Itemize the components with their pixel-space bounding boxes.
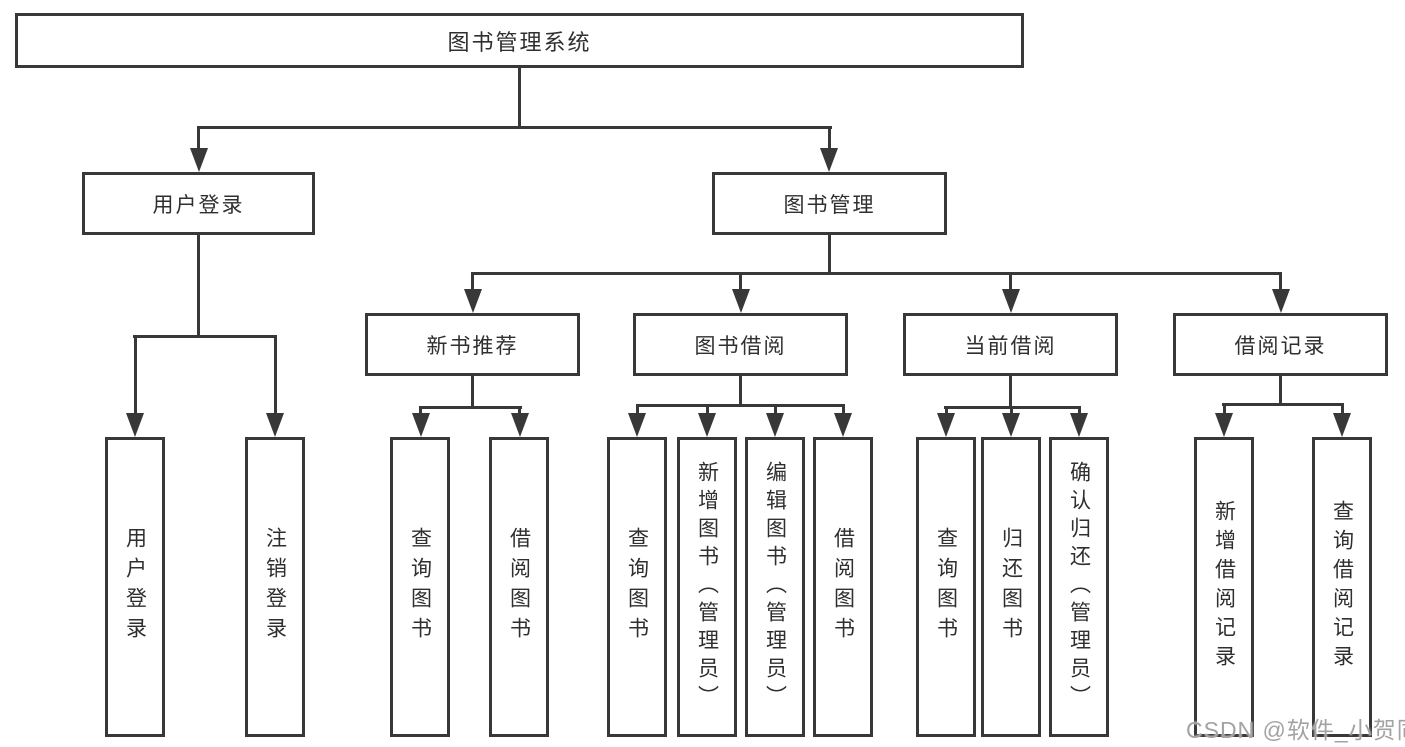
connector-records-vline xyxy=(1279,374,1282,406)
node-book-borrowing: 图书借阅 xyxy=(633,313,848,376)
arrow-newbook-leaf-1 xyxy=(412,413,430,437)
arrow-to-book-management xyxy=(820,148,838,172)
arrow-to-new-book-recommendation xyxy=(464,289,482,313)
leaf-query-books-borrowing-label: 查询图书 xyxy=(625,527,649,647)
connector-userlogin-vline xyxy=(197,233,200,338)
arrow-records-leaf-2 xyxy=(1333,413,1351,437)
connector-borrowing-stem-4 xyxy=(842,404,845,418)
connector-bookmgmt-vline xyxy=(828,233,831,275)
connector-newbook-hline xyxy=(419,406,522,409)
node-borrowing-records-label: 借阅记录 xyxy=(1234,334,1327,358)
connector-root-stem-right xyxy=(828,126,831,154)
node-book-management: 图书管理 xyxy=(712,172,947,235)
node-new-book-recommendation-label: 新书推荐 xyxy=(426,334,519,358)
leaf-return-books-label: 归还图书 xyxy=(999,527,1023,647)
leaf-query-books-current: 查询图书 xyxy=(916,437,976,737)
csdn-watermark: CSDN @软件_小贺同学 xyxy=(1186,717,1405,743)
connector-userlogin-hline xyxy=(133,335,277,338)
arrow-to-borrowing-records xyxy=(1272,289,1290,313)
arrow-current-leaf-1 xyxy=(937,413,955,437)
arrow-to-leaf-logout xyxy=(266,413,284,437)
leaf-query-books-current-label: 查询图书 xyxy=(934,527,958,647)
connector-records-hline xyxy=(1222,403,1344,406)
arrow-borrowing-leaf-4 xyxy=(834,413,852,437)
arrow-borrowing-leaf-1 xyxy=(628,413,646,437)
leaf-query-books-recommend: 查询图书 xyxy=(390,437,450,737)
connector-records-stem-1 xyxy=(1223,403,1226,418)
node-user-login-label: 用户登录 xyxy=(152,193,245,217)
node-root-label: 图书管理系统 xyxy=(447,29,592,55)
connector-newbook-stem-1 xyxy=(419,406,422,418)
node-borrowing-records: 借阅记录 xyxy=(1173,313,1388,376)
connector-current-stem-2 xyxy=(1010,406,1013,418)
leaf-query-borrow-record-label: 查询借阅记录 xyxy=(1330,500,1354,674)
leaf-query-books-borrowing: 查询图书 xyxy=(607,437,667,737)
leaf-add-books-admin-label: 新增图书（管理员） xyxy=(695,461,719,713)
leaf-edit-books-admin: 编辑图书（管理员） xyxy=(745,437,805,737)
connector-root-stem-left xyxy=(197,126,200,154)
leaf-query-borrow-record: 查询借阅记录 xyxy=(1312,437,1372,737)
node-book-management-label: 图书管理 xyxy=(783,193,876,217)
connector-root-vline xyxy=(518,66,521,129)
arrow-newbook-leaf-2 xyxy=(511,413,529,437)
connector-current-stem-3 xyxy=(1078,406,1081,418)
connector-newbook-stem-2 xyxy=(518,406,521,418)
connector-current-vline xyxy=(1009,374,1012,409)
leaf-borrow-books-borrowing: 借阅图书 xyxy=(813,437,873,737)
connector-newbook-vline xyxy=(471,374,474,409)
leaf-user-login-label: 用户登录 xyxy=(123,527,147,647)
leaf-add-borrow-record-label: 新增借阅记录 xyxy=(1212,500,1236,674)
arrow-current-leaf-2 xyxy=(1002,413,1020,437)
node-current-borrowing-label: 当前借阅 xyxy=(964,334,1057,358)
arrow-borrowing-leaf-2 xyxy=(698,413,716,437)
leaf-user-login: 用户登录 xyxy=(105,437,165,737)
connector-current-stem-1 xyxy=(945,406,948,418)
connector-borrowing-hline xyxy=(636,404,845,407)
connector-bookmgmt-stem-3 xyxy=(1009,272,1012,294)
node-user-login: 用户登录 xyxy=(82,172,315,235)
connector-borrowing-vline xyxy=(739,374,742,407)
leaf-borrow-books-borrowing-label: 借阅图书 xyxy=(831,527,855,647)
connector-bookmgmt-stem-1 xyxy=(471,272,474,294)
node-root: 图书管理系统 xyxy=(15,13,1024,68)
leaf-add-borrow-record: 新增借阅记录 xyxy=(1194,437,1254,737)
connector-bookmgmt-stem-4 xyxy=(1279,272,1282,294)
arrow-borrowing-leaf-3 xyxy=(766,413,784,437)
arrow-to-current-borrowing xyxy=(1002,289,1020,313)
connector-bookmgmt-stem-2 xyxy=(739,272,742,294)
leaf-return-books: 归还图书 xyxy=(981,437,1041,737)
arrow-to-leaf-user-login xyxy=(126,413,144,437)
connector-borrowing-stem-1 xyxy=(636,404,639,418)
leaf-add-books-admin: 新增图书（管理员） xyxy=(677,437,737,737)
connector-root-hline xyxy=(197,126,832,129)
leaf-edit-books-admin-label: 编辑图书（管理员） xyxy=(763,461,787,713)
leaf-borrow-books-recommend: 借阅图书 xyxy=(489,437,549,737)
leaf-query-books-recommend-label: 查询图书 xyxy=(408,527,432,647)
leaf-confirm-return-admin: 确认归还（管理员） xyxy=(1049,437,1109,737)
leaf-borrow-books-recommend-label: 借阅图书 xyxy=(507,527,531,647)
leaf-logout-label: 注销登录 xyxy=(263,527,287,647)
leaf-confirm-return-admin-label: 确认归还（管理员） xyxy=(1067,461,1091,713)
node-new-book-recommendation: 新书推荐 xyxy=(365,313,580,376)
node-book-borrowing-label: 图书借阅 xyxy=(694,334,787,358)
connector-userlogin-stem-2 xyxy=(274,335,277,415)
connector-borrowing-stem-2 xyxy=(706,404,709,418)
connector-borrowing-stem-3 xyxy=(774,404,777,418)
leaf-logout: 注销登录 xyxy=(245,437,305,737)
connector-userlogin-stem-1 xyxy=(134,335,137,415)
arrow-records-leaf-1 xyxy=(1215,413,1233,437)
arrow-to-user-login xyxy=(190,148,208,172)
connector-bookmgmt-hline xyxy=(471,272,1282,275)
arrow-to-book-borrowing xyxy=(732,289,750,313)
connector-records-stem-2 xyxy=(1341,403,1344,418)
node-current-borrowing: 当前借阅 xyxy=(903,313,1118,376)
arrow-current-leaf-3 xyxy=(1070,413,1088,437)
